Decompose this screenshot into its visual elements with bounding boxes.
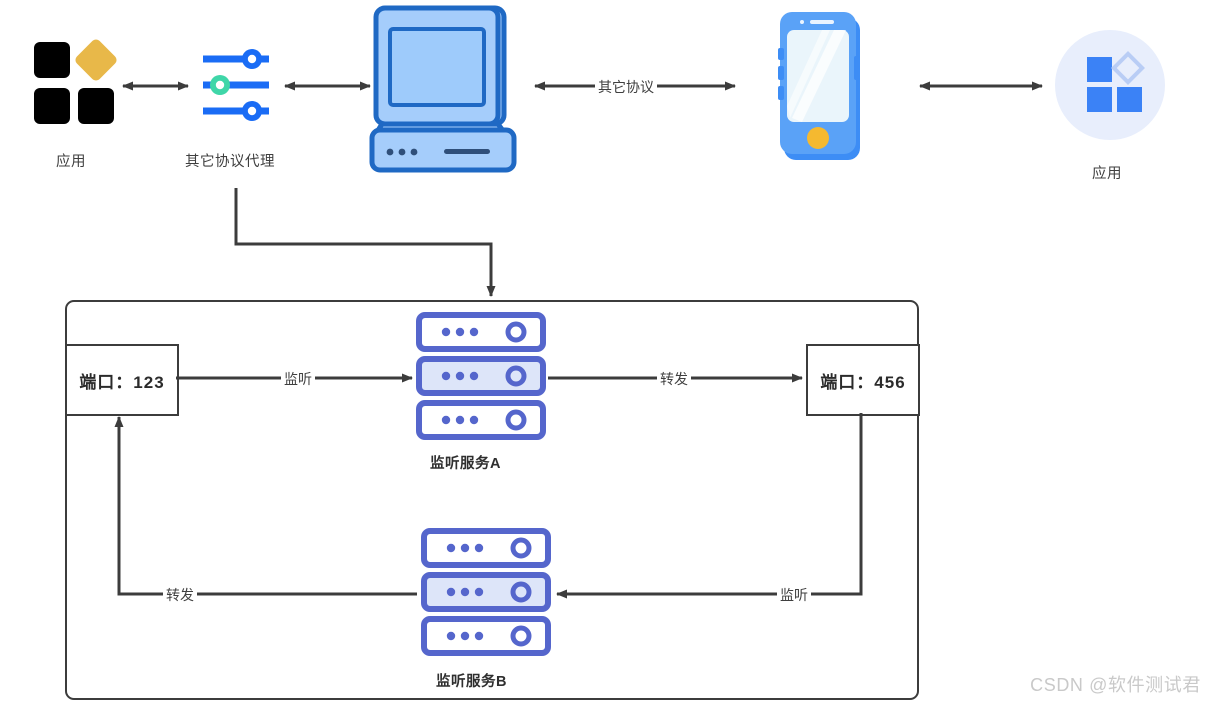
proxy-label: 其它协议代理 <box>185 154 275 170</box>
smartphone-icon <box>776 8 876 168</box>
edge-label-listen-a: 监听 <box>281 369 315 389</box>
edge-label-forward-a: 转发 <box>657 369 691 389</box>
server-rack-icon-a <box>416 312 546 440</box>
host-container-box <box>65 300 919 700</box>
sliders-icon <box>199 46 275 124</box>
port-right-label: 端口：456 <box>820 372 906 392</box>
service-b-label: 监听服务B <box>436 674 507 690</box>
service-a-label: 监听服务A <box>430 456 501 472</box>
edge-proxy-container <box>234 188 496 297</box>
port-right-box[interactable]: 端口：456 <box>806 344 920 416</box>
edge-label-listen-b: 监听 <box>777 585 811 605</box>
app-right-label: 应用 <box>1092 166 1122 182</box>
app-grid-icon <box>30 38 118 126</box>
app-grid-circle-icon <box>1055 30 1165 140</box>
csdn-watermark: CSDN @软件测试君 <box>1030 675 1201 695</box>
port-left-label: 端口：123 <box>79 372 165 392</box>
app-left-label: 应用 <box>56 154 86 170</box>
edge-label-forward-b: 转发 <box>163 585 197 605</box>
server-rack-icon-b <box>421 528 551 656</box>
port-left-box[interactable]: 端口：123 <box>65 344 179 416</box>
desktop-computer-icon <box>368 4 528 174</box>
edge-label-other-protocol: 其它协议 <box>595 77 657 97</box>
